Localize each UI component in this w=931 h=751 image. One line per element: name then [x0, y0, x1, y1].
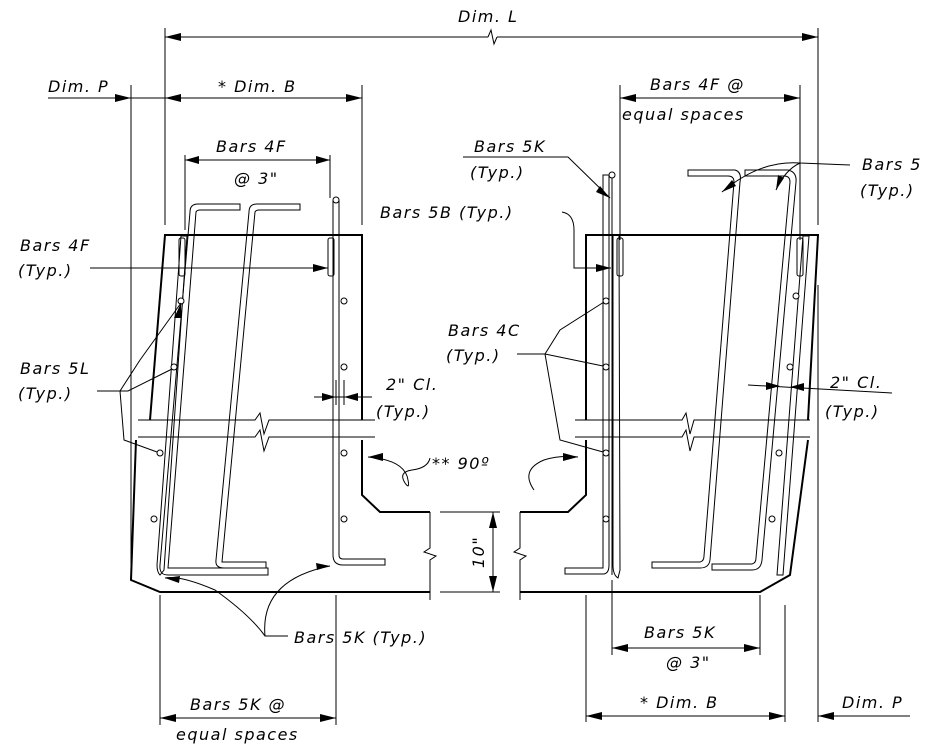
right-section-outline [520, 234, 820, 593]
bars-4f-equal-label-2: equal spaces [622, 105, 745, 124]
bars-5b-typ-label: Bars 5B (Typ.) [380, 203, 514, 222]
bars-4f-at3-label-2: @ 3" [234, 169, 279, 188]
bars-5l-typ-label-1: Bars 5L [20, 359, 90, 378]
bars-5k-typ-top-label-1: Bars 5K [474, 137, 546, 156]
dim-p-left-label: Dim. P [48, 77, 109, 96]
left-rebars [150, 196, 386, 576]
clear-left-label-2: (Typ.) [376, 402, 431, 421]
bars-5k-at3-label-1: Bars 5K [644, 623, 716, 642]
dim-b-left-label: * Dim. B [218, 77, 297, 96]
bars-4f-equal-label-1: Bars 4F @ [650, 75, 745, 94]
clear-right-label-2: (Typ.) [825, 402, 880, 421]
bars-5k-at3-label-2: @ 3" [666, 653, 711, 672]
clear-right-label-1: 2" Cl. [830, 373, 882, 392]
dimension-lines [48, 28, 910, 725]
dim-p-right-label: Dim. P [842, 693, 903, 712]
bars-4c-typ-label-2: (Typ.) [446, 346, 501, 365]
bars-5-right-label-1: Bars 5 [862, 155, 922, 174]
bars-4f-typ-label-2: (Typ.) [18, 261, 73, 280]
bars-5k-typ-top-label-2: (Typ.) [470, 163, 525, 182]
bars-5-right-label-2: (Typ.) [860, 181, 915, 200]
bars-5l-typ-label-2: (Typ.) [18, 384, 73, 403]
bars-4f-typ-label-1: Bars 4F [20, 236, 91, 255]
ten-inch-label: 10" [469, 536, 488, 568]
left-section-outline [129, 234, 430, 593]
break-lines [138, 411, 810, 600]
bars-4c-typ-label-1: Bars 4C [448, 321, 521, 340]
dim-b-right-label: * Dim. B [640, 693, 719, 712]
bars-5k-typ-bottom-label: Bars 5K (Typ.) [294, 628, 427, 647]
angle-90-label: ** 90º [432, 454, 490, 473]
clear-left-label-1: 2" Cl. [386, 375, 438, 394]
dim-l-label: Dim. L [458, 7, 518, 26]
bars-5k-equal-label-1: Bars 5K @ [190, 695, 286, 714]
leader-lines [90, 156, 851, 637]
right-rebars [564, 169, 810, 579]
bars-4f-at3-label-1: Bars 4F [216, 137, 287, 156]
bars-5k-equal-label-2: equal spaces [176, 725, 299, 744]
